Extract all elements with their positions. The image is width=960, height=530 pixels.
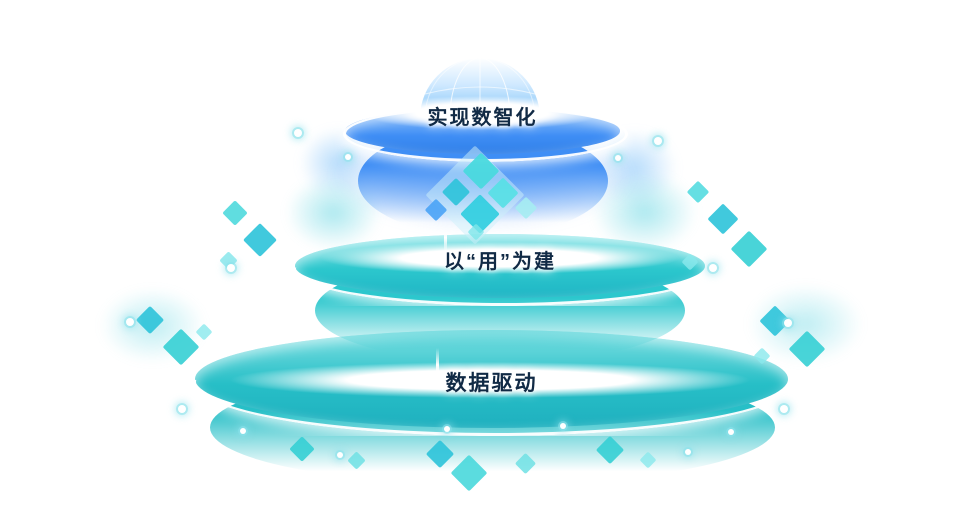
glow-dot — [294, 129, 302, 137]
glow-dot — [560, 423, 566, 429]
glow-dot — [780, 405, 788, 413]
light-beam — [444, 222, 447, 256]
tier-middle-highlight-band — [320, 242, 680, 274]
diamond-decor — [707, 203, 739, 235]
tier-bottom-label: 数据驱动 — [445, 372, 538, 395]
glow-dot — [337, 452, 343, 458]
glow-dot — [240, 428, 246, 434]
glow-dot — [615, 155, 621, 161]
glow-dot — [178, 405, 186, 413]
glow-dot — [227, 264, 235, 272]
tier-top-label: 实现数智化 — [427, 107, 538, 129]
tier-middle-label: 以“用”为建 — [444, 251, 556, 273]
glow-dot — [126, 318, 134, 326]
glow-dot — [654, 137, 662, 145]
glow-dot — [345, 154, 351, 160]
glow-dot — [784, 319, 792, 327]
glow-dot — [709, 264, 717, 272]
glow-dot — [728, 429, 734, 435]
tier-top-highlight-band — [362, 96, 602, 130]
diamond-decor — [222, 200, 248, 226]
glow-dot — [444, 426, 450, 432]
diamond-decor — [730, 230, 768, 268]
tier-bottom-highlight-band — [230, 362, 750, 398]
light-beam — [436, 348, 439, 386]
diamond-decor — [243, 223, 277, 257]
glow-dot — [685, 449, 691, 455]
